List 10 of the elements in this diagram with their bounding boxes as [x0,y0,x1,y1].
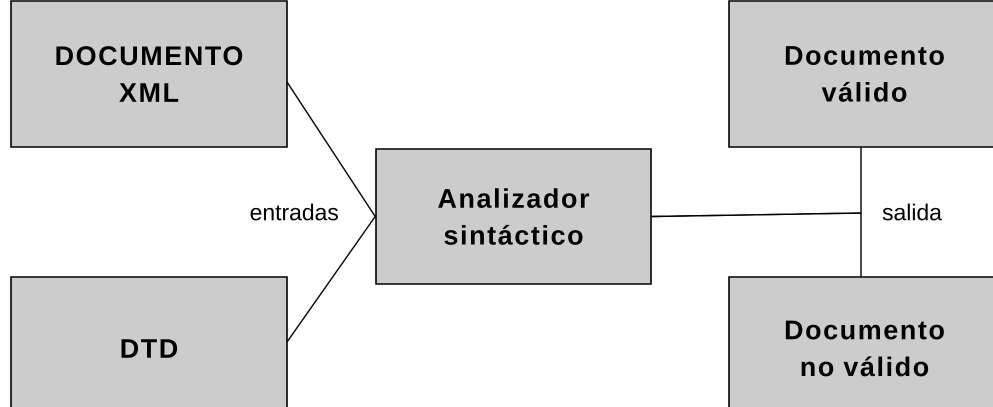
connector-line [286,82,376,217]
connector-label: entradas [250,204,338,220]
connector-line [286,216,376,342]
process-box: DOCUMENTO XML [10,0,288,148]
process-box: DTD [10,276,288,407]
process-box: Documento válido [728,0,993,148]
connector-label: salida [882,204,942,220]
connector-line [652,212,862,277]
process-box: Documento no válido [728,276,993,407]
process-box: Analizador sintáctico [375,148,652,285]
